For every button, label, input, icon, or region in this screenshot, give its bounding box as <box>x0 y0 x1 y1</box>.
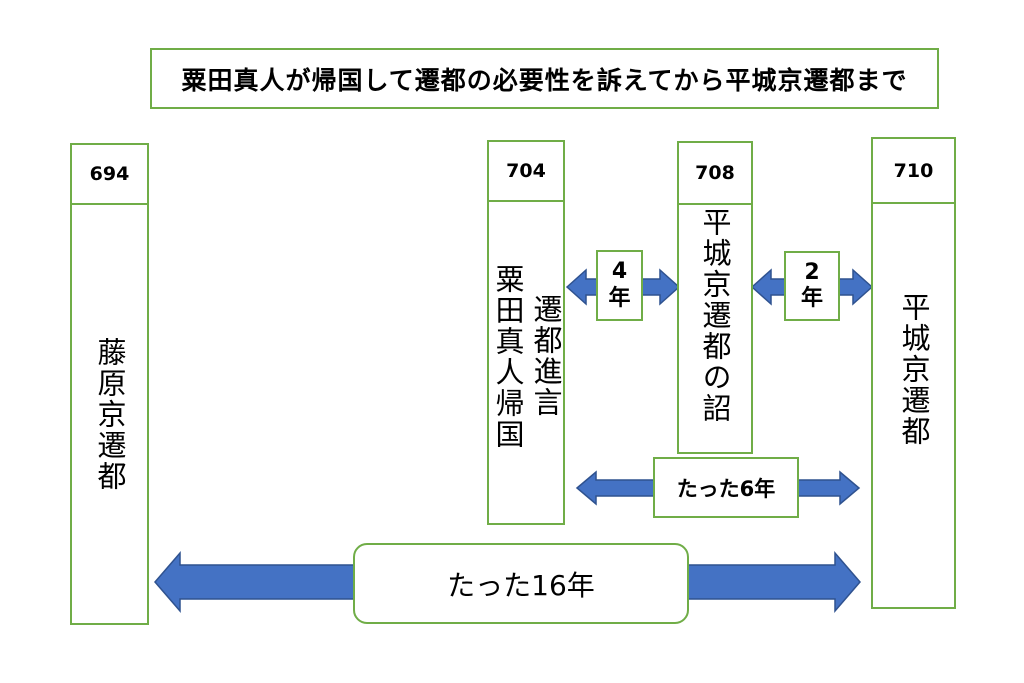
year-label-708: 708 <box>677 141 753 205</box>
year-label-694: 694 <box>70 143 149 205</box>
span-value: 4 <box>611 259 628 285</box>
event-relocation-proposal: 遷都進言 <box>529 294 563 418</box>
column-694: 694 藤原京遷都 <box>70 143 149 625</box>
year-label-704: 704 <box>487 140 565 202</box>
column-704: 704 遷都進言 粟田真人帰国 <box>487 140 565 525</box>
column-710: 710 平城京遷都 <box>871 137 956 609</box>
span-label-708-710: 2 年 <box>784 251 840 321</box>
event-heijokyo-edict: 平城京遷都の詔 <box>698 207 732 424</box>
column-708: 708 平城京遷都の詔 <box>677 141 753 454</box>
span-value: 2 <box>804 259 820 285</box>
event-heijokyo-relocation: 平城京遷都 <box>897 292 931 447</box>
event-box-708: 平城京遷都の詔 <box>677 203 753 454</box>
span-unit: 年 <box>608 285 631 311</box>
event-box-694: 藤原京遷都 <box>70 203 149 625</box>
event-box-704: 遷都進言 粟田真人帰国 <box>487 200 565 525</box>
event-awata-mahito-return: 粟田真人帰国 <box>491 264 525 450</box>
event-fujiwarakyo-relocation: 藤原京遷都 <box>93 337 127 492</box>
span-label-704-710: たった6年 <box>653 457 799 518</box>
year-label-710: 710 <box>871 137 956 204</box>
span-label-694-710: たった16年 <box>353 543 689 624</box>
span-unit: 年 <box>800 286 823 311</box>
diagram-title: 粟田真人が帰国して遷都の必要性を訴えてから平城京遷都まで <box>150 48 939 109</box>
event-box-710: 平城京遷都 <box>871 202 956 609</box>
span-label-704-708: 4 年 <box>596 250 643 321</box>
